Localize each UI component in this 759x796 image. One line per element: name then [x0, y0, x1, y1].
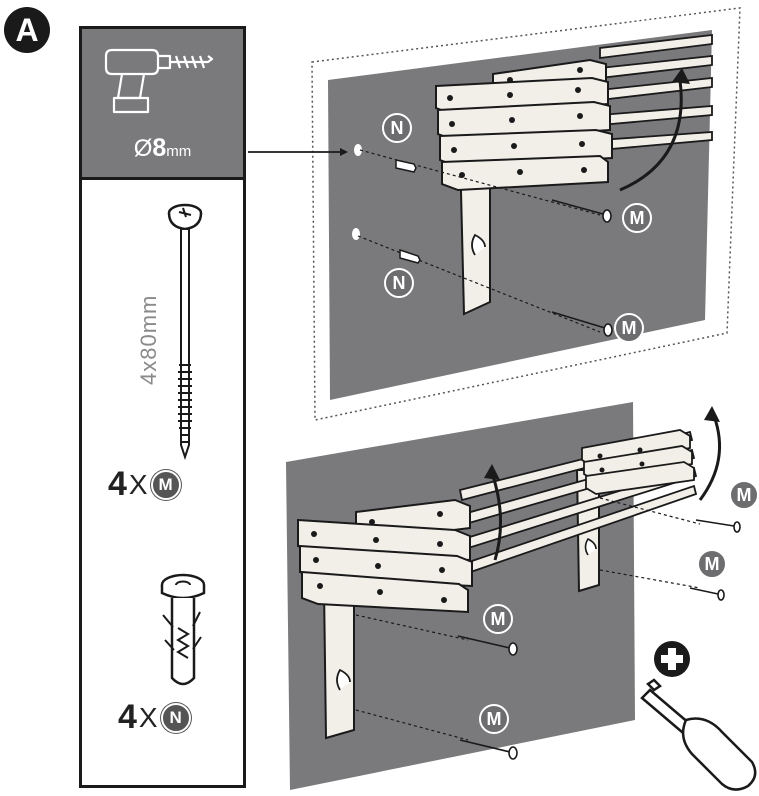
panel-divider	[82, 177, 243, 180]
plug-part-badge: N	[160, 702, 191, 733]
screw-length-label: 4x80mm	[136, 294, 161, 385]
plug-label-n-bottom: N	[384, 268, 414, 298]
screw-label-m-top-1: M	[622, 203, 652, 233]
drill-diameter: Ø8mm	[82, 134, 243, 163]
plug-quantity: 4	[118, 698, 137, 736]
screw-label-m-bottom-4: M	[479, 704, 509, 734]
phillips-plus-icon	[654, 641, 690, 677]
diameter-unit: mm	[166, 143, 192, 160]
step-letter: A	[15, 11, 39, 48]
screw-label-m-bottom-2: M	[697, 549, 727, 579]
screw-label-m-top-2: M	[614, 313, 644, 343]
screw-label-m-bottom-1: M	[729, 480, 759, 510]
screw-count: 4 X M	[108, 465, 181, 504]
diameter-value: 8	[152, 134, 167, 162]
diameter-symbol: Ø	[133, 135, 153, 162]
plug-count: 4 X N	[118, 698, 191, 737]
screw-quantity: 4	[108, 465, 127, 503]
screw-times: X	[128, 468, 148, 500]
step-badge: A	[4, 7, 50, 53]
screw-part-badge: M	[150, 469, 181, 500]
plug-times: X	[138, 701, 158, 733]
screw-label-m-bottom-3: M	[483, 604, 513, 634]
plug-label-n-top: N	[382, 113, 412, 143]
